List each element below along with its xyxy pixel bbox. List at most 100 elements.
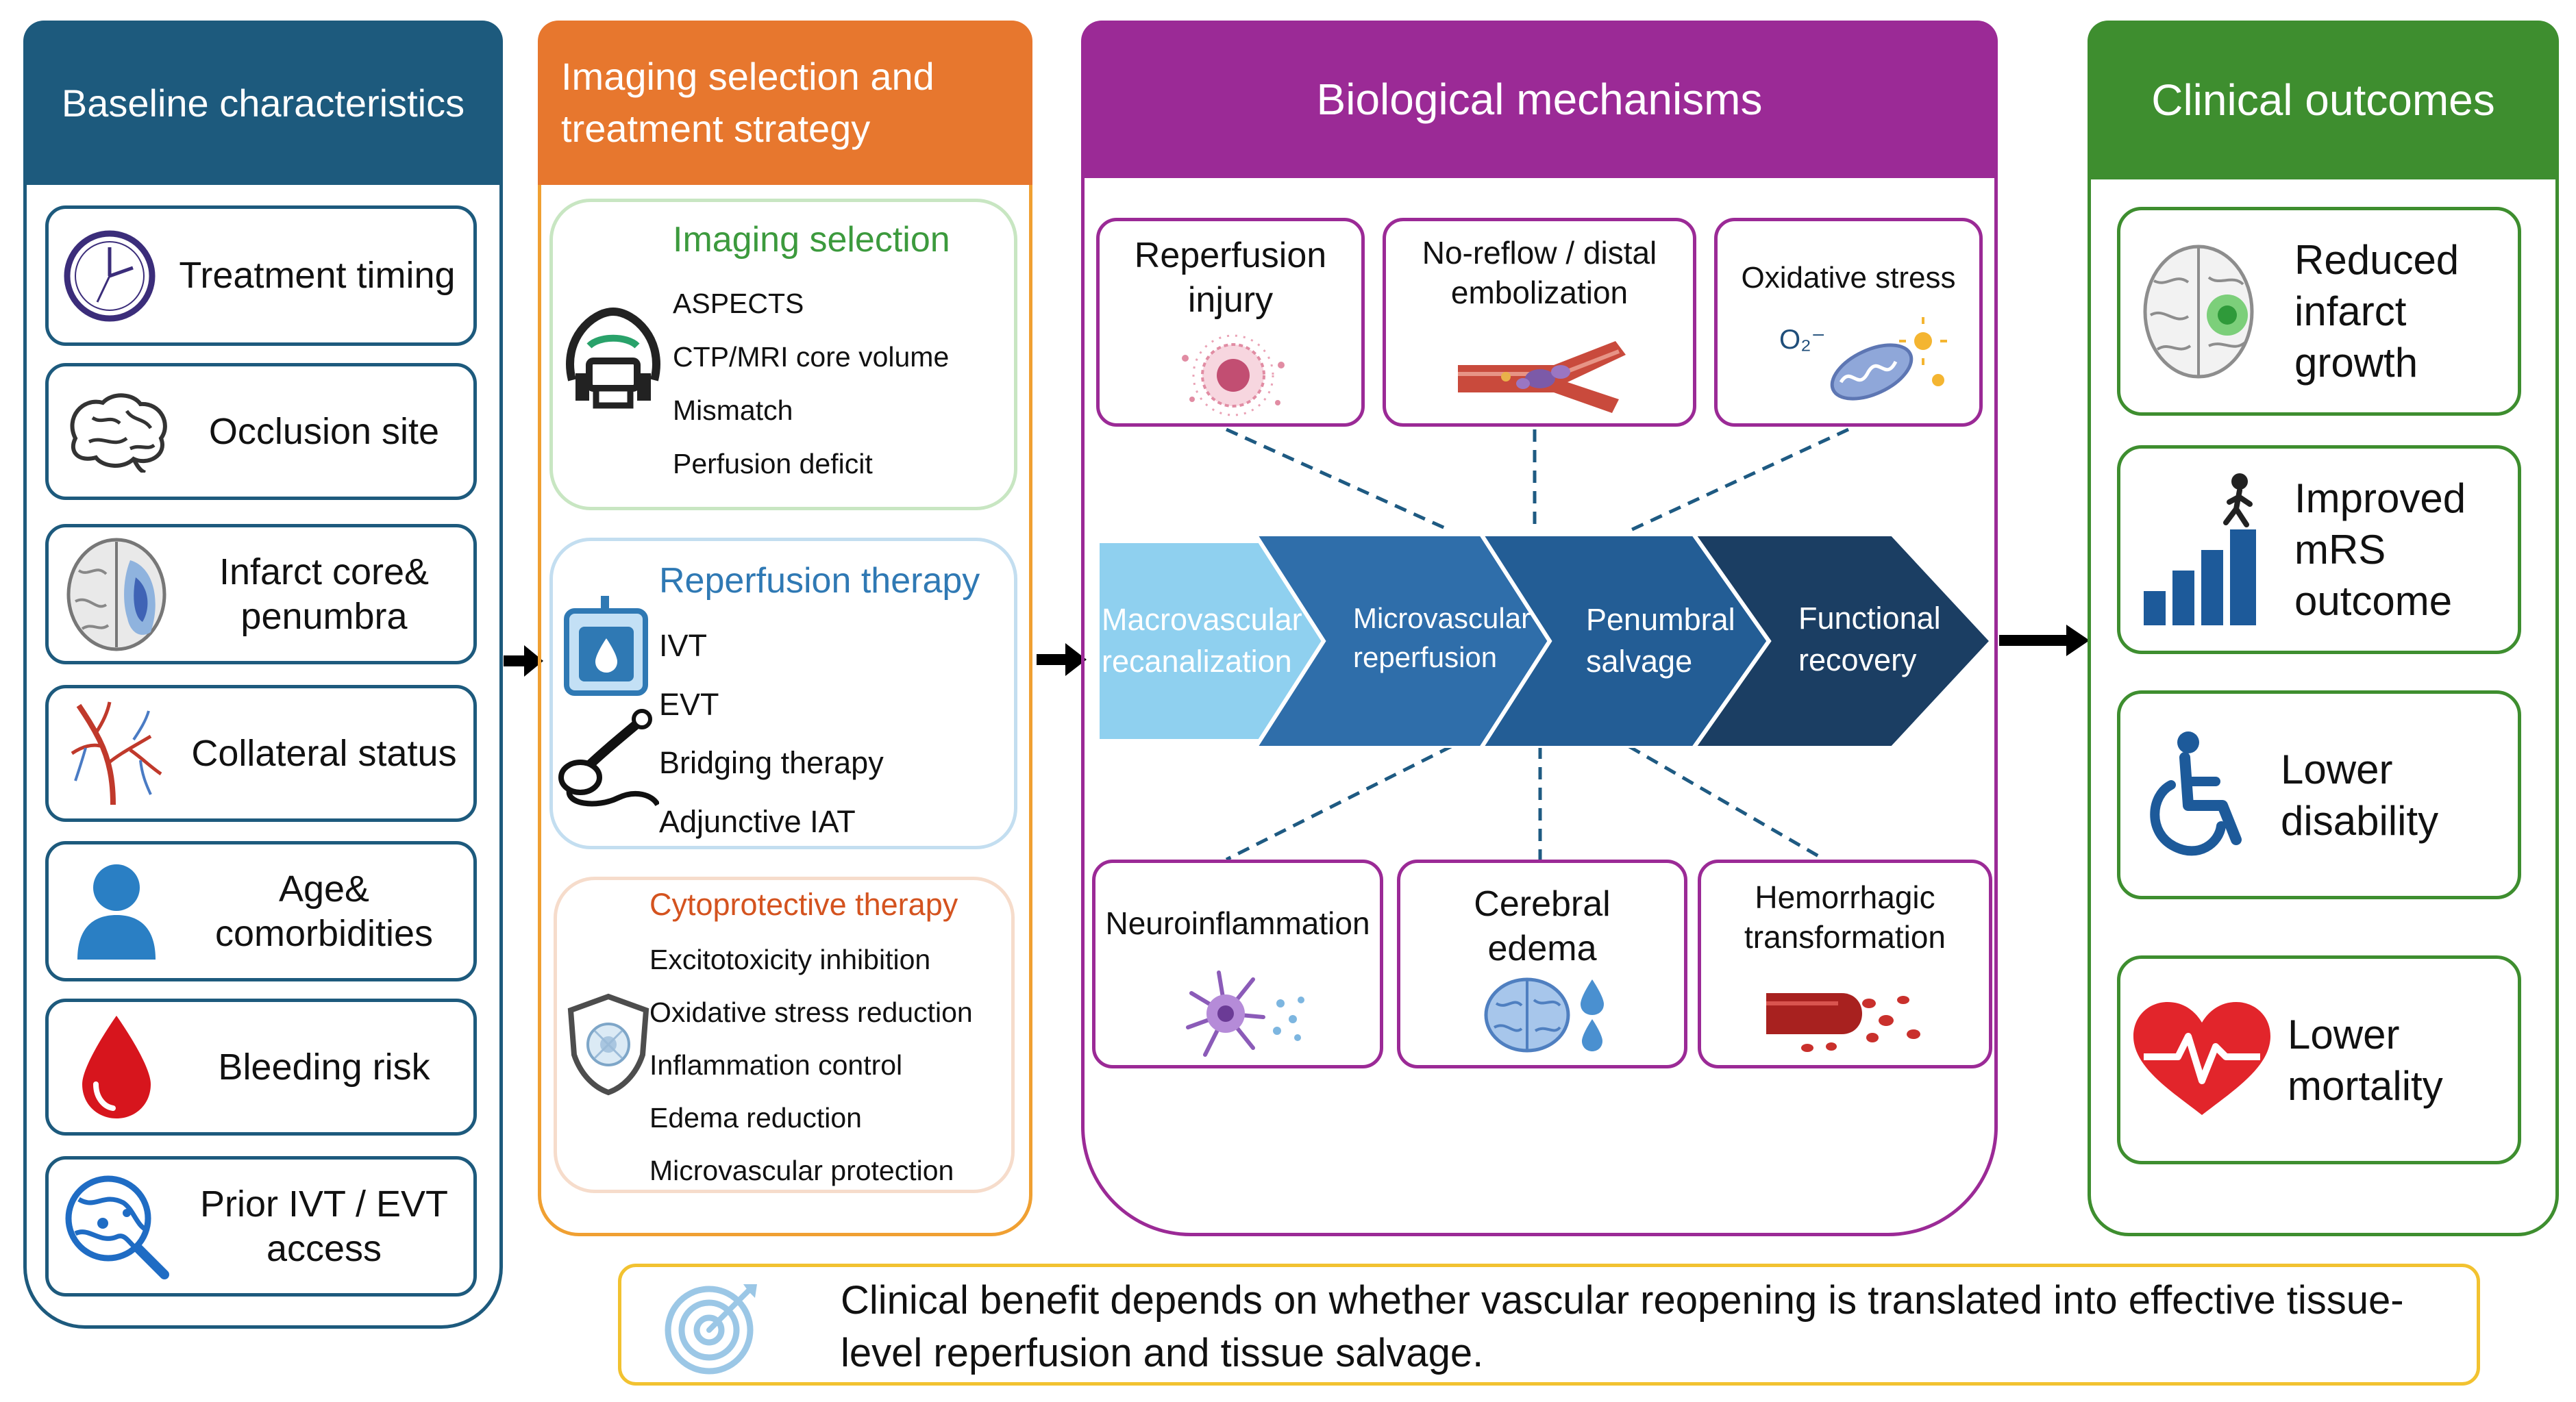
baseline-card-age-comorbidities: Age& comorbidities [45, 841, 477, 981]
outcome-label-0: Reduced infarct growth [2294, 237, 2460, 386]
outcome-card-infarct-growth: Reduced infarct growth [2117, 207, 2521, 416]
cytoprotective-item-4: Microvascular protection [649, 1155, 954, 1187]
mechanism-label-oxidative-stress: Oxidative stress [1741, 261, 1956, 295]
baseline-label-2: Infarct core& penumbra [219, 551, 430, 637]
baseline-label-0: Treatment timing [179, 255, 456, 297]
mechanism-reperfusion-injury: Reperfusion injury [1096, 218, 1365, 427]
superoxide-label: O₂⁻ [1779, 325, 1826, 355]
clinical-benefit-note: Clinical benefit depends on whether vasc… [618, 1264, 2480, 1386]
cytoprotective-item-2: Inflammation control [649, 1049, 903, 1081]
outcomes-header: Clinical outcomes [2088, 21, 2559, 179]
imaging-title: Imaging selection and treatment strategy [561, 55, 934, 150]
outcome-card-mortality: Lower mortality [2117, 955, 2521, 1164]
imaging-selection-item-0: ASPECTS [673, 288, 804, 319]
outcome-card-mrs: Improved mRS outcome [2117, 445, 2521, 654]
cytoprotective-therapy-list: Excitotoxicity inhibition Oxidative stre… [649, 934, 973, 1197]
chevron-label-macrovascular: Macrovascular recanalization [1102, 602, 1302, 679]
cytoprotective-therapy-box: Cytoprotective therapy Excitotoxicity in… [554, 877, 1015, 1193]
baseline-header: Baseline characteristics [23, 21, 503, 185]
baseline-label-5: Bleeding risk [218, 1046, 430, 1088]
outcomes-title: Clinical outcomes [2151, 75, 2495, 125]
mechanism-label-reperfusion-injury: Reperfusion injury [1134, 236, 1327, 320]
baseline-card-collateral-status: Collateral status [45, 685, 477, 822]
baseline-label-4: Age& comorbidities [214, 868, 434, 954]
target-icon [662, 1281, 758, 1377]
hemorrhage-vessel-icon [1766, 973, 1931, 1055]
shield-cell-icon [564, 993, 653, 1096]
outcome-label-3: Lower mortality [2288, 1011, 2443, 1109]
mechanism-label-no-reflow: No-reflow / distal embolization [1422, 235, 1657, 310]
imaging-selection-heading: Imaging selection [673, 220, 950, 260]
brain-green-icon [2130, 240, 2267, 384]
chevron-label-microvascular: Microvascular reperfusion [1353, 602, 1531, 673]
clock-icon [58, 228, 161, 324]
imaging-selection-item-3: Perfusion deficit [673, 447, 873, 479]
chevron-label-functional: Functional recovery [1798, 601, 1941, 677]
scanner-icon [558, 305, 668, 411]
mechanism-no-reflow: No-reflow / distal embolization [1383, 218, 1696, 427]
biological-header: Biological mechanisms [1081, 21, 1998, 178]
arrow-imaging-to-biological [1037, 643, 1087, 676]
brain-outline-icon [58, 390, 175, 473]
outcome-label-1: Improved mRS outcome [2294, 475, 2466, 624]
baseline-title: Baseline characteristics [61, 81, 465, 125]
mechanism-cerebral-edema: Cerebral edema [1397, 860, 1687, 1068]
cytoprotective-item-3: Edema reduction [649, 1102, 862, 1134]
baseline-label-6: Prior IVT / EVT access [199, 1183, 449, 1269]
baseline-column [23, 185, 503, 1329]
imaging-header: Imaging selection and treatment strategy [538, 21, 1032, 185]
person-icon [58, 860, 175, 963]
cell-injury-icon [1165, 331, 1302, 420]
brain-edema-icon [1479, 973, 1616, 1055]
reperfusion-therapy-heading: Reperfusion therapy [659, 561, 980, 601]
blood-drop-icon [58, 1012, 175, 1122]
outcome-label-2: Lower disability [2281, 746, 2439, 844]
imaging-selection-item-1: CTP/MRI core volume [673, 340, 950, 373]
baseline-card-bleeding-risk: Bleeding risk [45, 999, 477, 1136]
wheelchair-icon [2130, 730, 2267, 860]
biological-column [1081, 178, 1998, 1236]
baseline-label-1: Occlusion site [208, 410, 440, 452]
iv-bag-icon [560, 596, 656, 699]
chevron-penumbral [1478, 534, 1772, 748]
mechanism-label-neuroinflammation: Neuroinflammation [1105, 905, 1370, 941]
mechanism-label-cerebral-edema: Cerebral edema [1474, 884, 1611, 968]
heart-pulse-icon [2130, 999, 2274, 1122]
cytoprotective-therapy-heading: Cytoprotective therapy [649, 887, 958, 922]
brain-core-icon [58, 536, 175, 653]
mitochondria-icon [1813, 317, 1950, 406]
mechanism-neuroinflammation: Neuroinflammation [1092, 860, 1383, 1068]
baseline-label-3: Collateral status [191, 732, 457, 774]
reperfusion-therapy-list: IVT EVT Bridging therapy Adjunctive IAT [659, 616, 884, 851]
baseline-card-occlusion-site: Occlusion site [45, 363, 477, 500]
imaging-selection-box: Imaging selection ASPECTS CTP/MRI core v… [549, 199, 1017, 510]
chevron-functional [1691, 534, 1995, 748]
arrow-baseline-to-imaging [504, 645, 543, 677]
cytoprotective-item-1: Oxidative stress reduction [649, 997, 973, 1029]
imaging-selection-item-2: Mismatch [673, 394, 793, 426]
imaging-selection-list: ASPECTS CTP/MRI core volume Mismatch Per… [673, 277, 949, 491]
vessel-embolus-icon [1458, 334, 1629, 416]
clinical-benefit-text: Clinical benefit depends on whether vasc… [841, 1278, 2404, 1376]
baseline-card-treatment-timing: Treatment timing [45, 205, 477, 346]
reperfusion-item-0: IVT [659, 628, 708, 663]
microglia-icon [1178, 966, 1315, 1062]
catheter-icon [556, 709, 659, 812]
imaging-column [538, 185, 1032, 1236]
mechanism-connectors [1225, 427, 1850, 862]
mechanism-oxidative-stress: Oxidative stress O₂⁻ [1714, 218, 1983, 427]
chevron-microvascular [1252, 534, 1552, 748]
baseline-card-infarct-core: Infarct core& penumbra [45, 524, 477, 664]
baseline-card-prior-access: Prior IVT / EVT access [45, 1156, 477, 1297]
reperfusion-item-2: Bridging therapy [659, 745, 884, 780]
mechanism-label-hemorrhagic: Hemorrhagic transformation [1744, 879, 1946, 955]
outcome-card-disability: Lower disability [2117, 690, 2521, 899]
reperfusion-item-3: Adjunctive IAT [659, 803, 856, 839]
reperfusion-therapy-box: Reperfusion therapy IVT EVT Bridging the… [549, 538, 1017, 849]
chevron-label-penumbral: Penumbral salvage [1586, 602, 1735, 679]
vessel-tree-icon [58, 699, 175, 808]
outcomes-column [2088, 179, 2559, 1236]
biological-title: Biological mechanisms [1316, 75, 1763, 124]
globe-magnifier-icon [58, 1172, 175, 1281]
mechanism-hemorrhagic-transformation: Hemorrhagic transformation [1698, 860, 1992, 1068]
